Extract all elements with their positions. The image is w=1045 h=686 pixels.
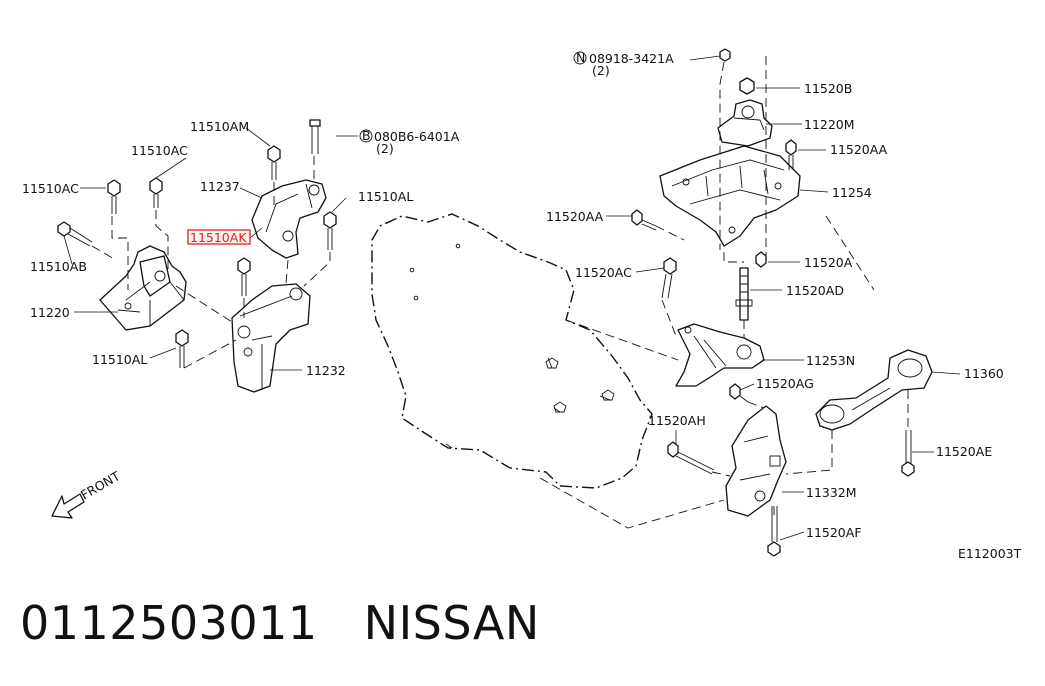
label-08918-3421a: 08918-3421A (589, 51, 674, 66)
bracket-11237 (251, 179, 327, 259)
label-11520b: 11520B (804, 81, 852, 96)
bracket-11253n (675, 323, 765, 387)
bracket-11232 (231, 283, 311, 393)
bolt-11520ac (661, 257, 677, 299)
label-11510ak-highlighted[interactable]: 11510AK (190, 230, 247, 245)
bolt-11520aa-lower (631, 209, 657, 231)
bolt-11510ak (237, 257, 251, 296)
label-11520ag: 11520AG (756, 376, 814, 391)
label-11510al-b: 11510AL (92, 352, 147, 367)
label-11237: 11237 (200, 179, 240, 194)
washer-11520b (739, 77, 755, 95)
bolt-080b6-6401a (309, 119, 321, 154)
bolt-11510al-lower (175, 329, 189, 368)
bolt-11520ae (901, 430, 915, 477)
bolt-11510ab (57, 221, 93, 247)
parts-diagram: FRONT 11510AM 11510AC 11510AC 11237 1151… (22, 48, 1022, 561)
footer-caption: 0112503011 NISSAN (20, 596, 540, 650)
diagram-code: E112003T (958, 546, 1022, 561)
highlight-box[interactable] (187, 229, 251, 245)
front-label: FRONT (78, 468, 123, 503)
front-arrow-icon: FRONT (51, 468, 123, 519)
circle-b-letter: B (362, 128, 371, 143)
label-11520af: 11520AF (806, 525, 862, 540)
engine-block-outline (371, 213, 653, 489)
label-11520ae: 11520AE (936, 444, 992, 459)
circle-n-icon (573, 51, 587, 65)
label-11254: 11254 (832, 185, 872, 200)
label-11360: 11360 (964, 366, 1004, 381)
label-11510ac-b: 11510AC (131, 143, 188, 158)
bolt-11520af (767, 506, 781, 557)
bolt-11520ag (729, 383, 749, 403)
left-fitment-lines (91, 156, 331, 369)
circle-b-icon (359, 129, 373, 143)
part-labels: 11510AM 11510AC 11510AC 11237 11510AL 11… (22, 50, 1022, 561)
label-11520aa-a: 11520AA (830, 142, 888, 157)
label-11510al-a: 11510AL (358, 189, 413, 204)
bolt-11520aa-upper (785, 139, 797, 170)
label-11520aa-b: 11520AA (546, 209, 604, 224)
footer-part-number: 0112503011 (20, 596, 318, 650)
right-fitment-lines (539, 56, 909, 529)
label-11520ad: 11520AD (786, 283, 844, 298)
label-11220: 11220 (30, 305, 70, 320)
label-11510ac-a: 11510AC (22, 181, 79, 196)
label-080b6-qty: (2) (376, 141, 394, 156)
label-11520a: 11520A (804, 255, 853, 270)
label-11253n: 11253N (806, 353, 855, 368)
insulator-11220m (717, 99, 773, 147)
bolt-11510al-upper (323, 211, 337, 250)
label-11232: 11232 (306, 363, 346, 378)
bolt-11510ac-left (107, 179, 121, 214)
footer-brand: NISSAN (363, 596, 540, 650)
circle-n-letter: N (576, 50, 585, 65)
bolt-11510am (267, 145, 281, 180)
mount-11220 (99, 245, 187, 331)
label-11332m: 11332M (806, 485, 857, 500)
bolt-11510ac-right (149, 177, 163, 208)
label-11510ab: 11510AB (30, 259, 87, 274)
leader-lines (63, 55, 961, 541)
bolt-11520ah (667, 441, 715, 475)
stud-11520ad (735, 267, 753, 321)
bracket-11254 (659, 145, 801, 247)
label-08918-qty: (2) (592, 63, 610, 78)
nut-08918-3421a (719, 48, 731, 62)
bracket-11332m (725, 405, 787, 517)
label-11220m: 11220M (804, 117, 855, 132)
label-080b6-6401a: 080B6-6401A (374, 129, 460, 144)
label-11510am: 11510AM (190, 119, 249, 134)
bolt-11520a (755, 251, 767, 268)
label-11520ac: 11520AC (575, 265, 632, 280)
label-11520ah: 11520AH (648, 413, 706, 428)
